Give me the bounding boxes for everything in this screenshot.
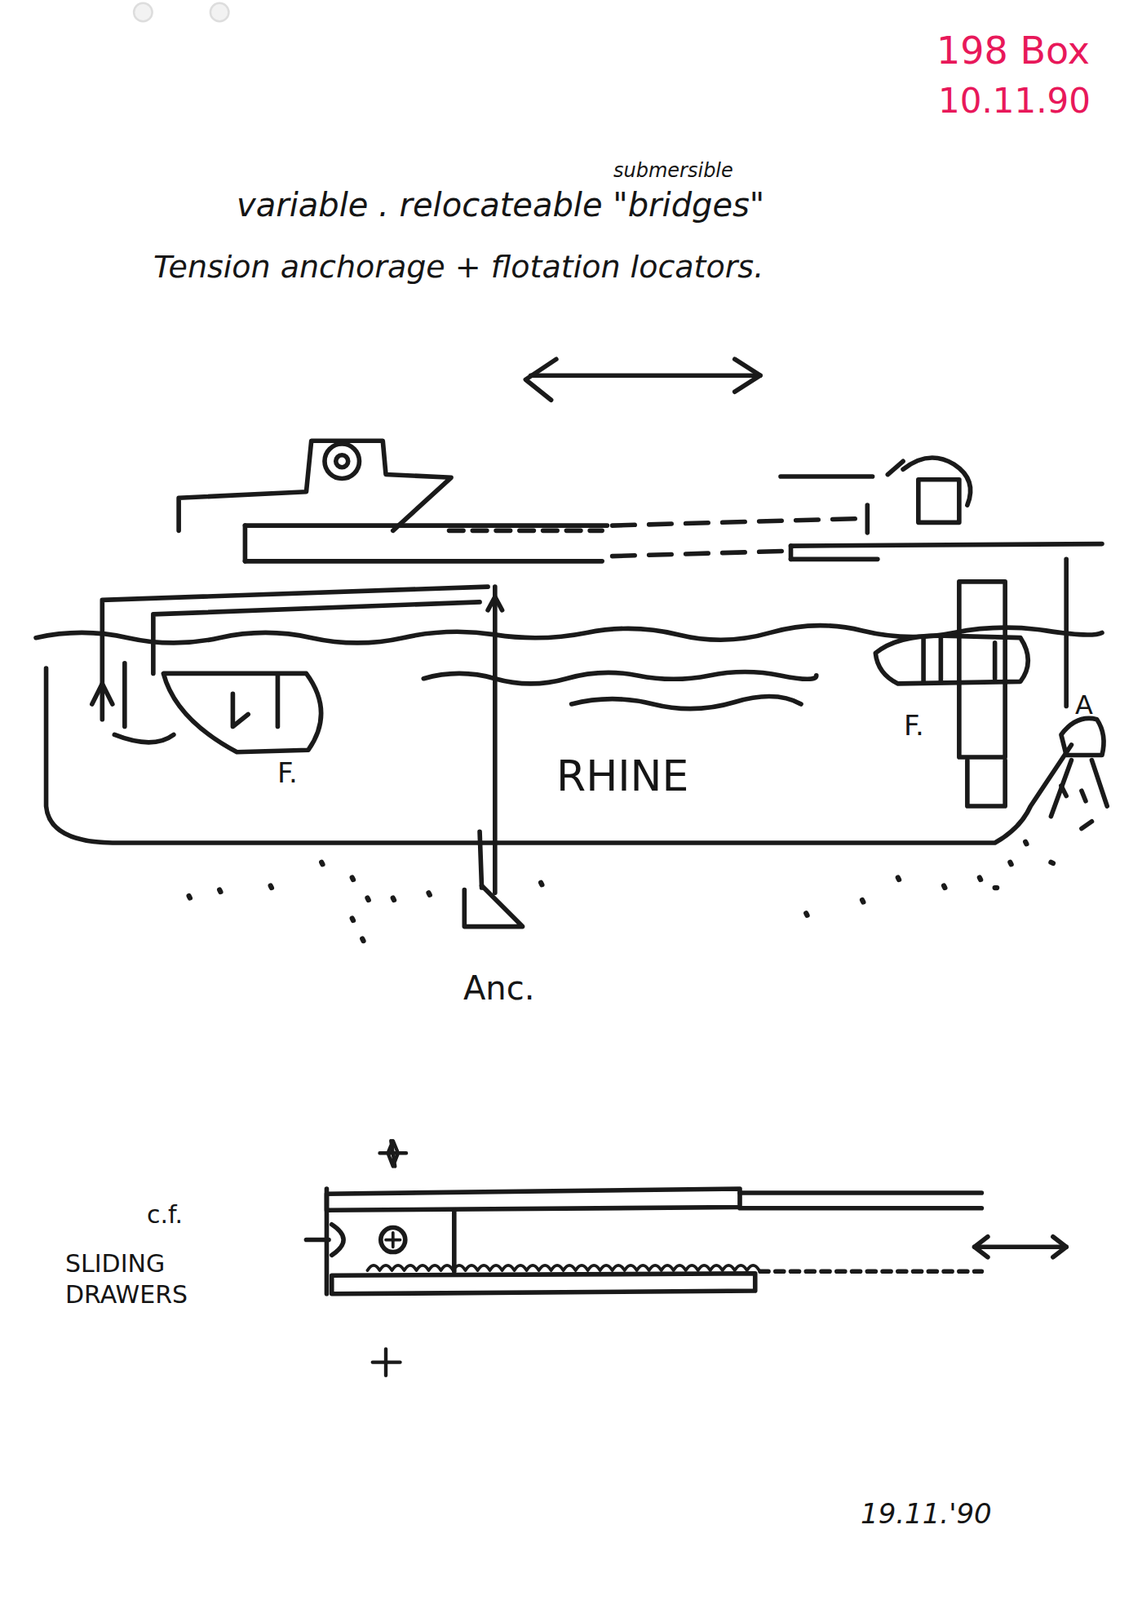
inserted-word: submersible	[613, 159, 734, 183]
anchor-label: Anc.	[463, 969, 535, 1007]
float-label: F.	[277, 756, 298, 789]
sketch-date: 19.11.'90	[860, 1497, 992, 1530]
reference-note: SLIDING DRAWERS	[65, 1248, 188, 1310]
float-label: F.	[903, 709, 925, 742]
reference-note: c.f.	[146, 1200, 183, 1230]
abutment-label: A	[1075, 690, 1094, 721]
archive-date: 10.11.90	[938, 81, 1091, 121]
river-label: RHINE	[556, 752, 689, 802]
sketch-title: variable . relocateable "bridges"	[236, 185, 765, 224]
archive-number: 198 Box	[936, 29, 1090, 73]
subtitle-note: Tension anchorage + flotation locators.	[153, 249, 764, 286]
